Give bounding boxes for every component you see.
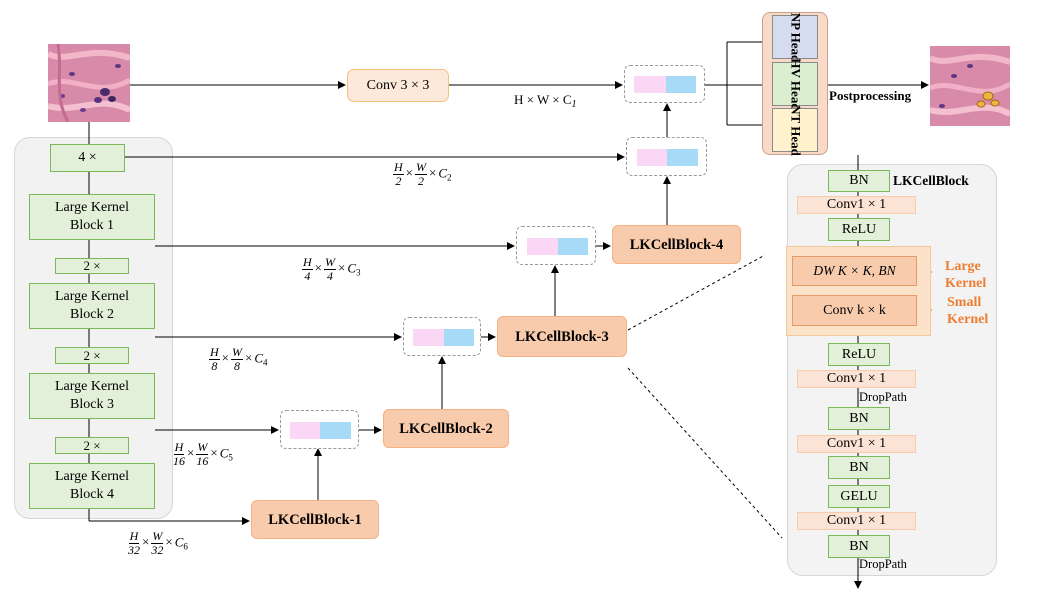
np-head: NP Head [772,13,818,62]
small-kernel-label: Small Kernel [947,295,989,327]
detail-conv1x1-c: Conv1 × 1 [797,435,916,453]
detail-relu-1: ReLU [828,218,890,241]
detail-bn-2: BN [828,407,890,430]
large-kernel-block-4: Large Kernel Block 4 [29,463,155,509]
lkcellblock-detail-title: LKCellBlock [893,173,969,188]
stem-downsample-4x: 4 × [50,144,125,172]
large-kernel-block-2: Large Kernel Block 2 [29,283,155,329]
detail-bn-4: BN [828,535,890,558]
conv-kxk-block: Conv k × k [792,295,917,326]
detail-conv1x1-a: Conv1 × 1 [797,196,916,214]
downsample-2x-3: 2 × [55,437,129,454]
downsample-2x-1: 2 × [55,258,129,274]
lkcellblock-3: LKCellBlock-3 [497,316,627,357]
detail-bn-3: BN [828,456,890,479]
detail-gelu: GELU [828,485,890,508]
dim-label-full: H × W × C1 [514,92,577,110]
concat-node-2 [516,226,596,265]
droppath-label-1: DropPath [859,390,907,404]
nt-head: NT Head [772,105,818,156]
detail-relu-2: ReLU [828,343,890,366]
concat-node-0 [624,65,705,103]
conv3x3-block: Conv 3 × 3 [347,69,449,102]
detail-conv1x1-b: Conv1 × 1 [797,370,916,388]
lkcellblock-4: LKCellBlock-4 [612,225,741,264]
large-kernel-label: Large Kernel [945,259,987,291]
postprocessing-label: Postprocessing [829,88,912,103]
downsample-2x-2: 2 × [55,347,129,364]
dw-kxk-bn-block: DW K × K, BN [792,256,917,286]
droppath-label-2: DropPath [859,557,907,571]
lkcellblock-2: LKCellBlock-2 [383,409,509,448]
detail-conv1x1-d: Conv1 × 1 [797,512,916,530]
large-kernel-block-1: Large Kernel Block 1 [29,194,155,240]
concat-node-1 [626,137,707,176]
large-kernel-block-3: Large Kernel Block 3 [29,373,155,419]
lkcellblock-1: LKCellBlock-1 [251,500,379,539]
detail-bn-1: BN [828,170,890,192]
concat-node-4 [280,410,359,449]
concat-node-3 [403,317,481,356]
hv-head: HV Head [772,58,818,111]
output-segmentation-image [930,46,1010,126]
input-histology-image [48,44,130,122]
